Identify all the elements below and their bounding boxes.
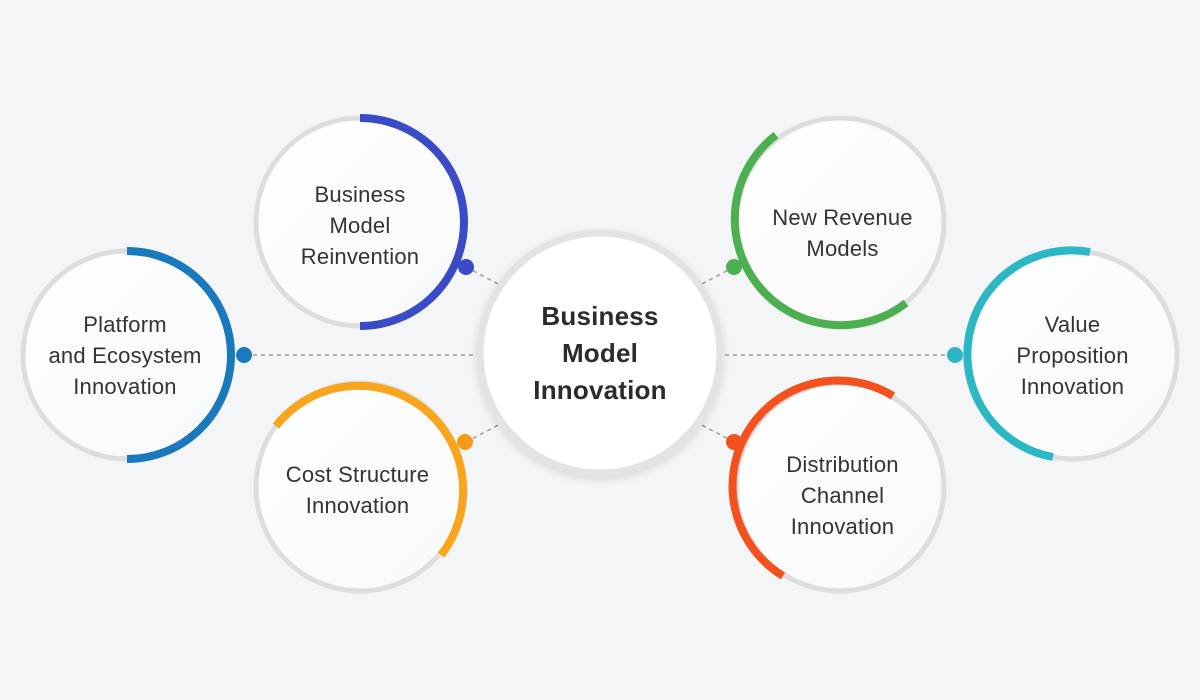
node-cost-structure-innovation (253, 380, 473, 594)
center-label: Business Model Innovation (480, 253, 720, 453)
label-line: Innovation (305, 493, 410, 518)
label-line: Reinvention (300, 243, 420, 269)
center-label-line: Innovation (533, 374, 667, 405)
label-line: New Revenue (772, 205, 913, 230)
label-line: Models (806, 236, 879, 261)
label-line: Cost Structure (285, 462, 430, 487)
connector-dot (947, 347, 963, 363)
label-line: Proposition (1016, 342, 1129, 368)
node-business-model-reinvention (253, 114, 474, 330)
connector-dot (457, 434, 473, 450)
label-line: Business (314, 181, 406, 207)
label-line: Platform (83, 311, 167, 337)
label-cost-structure-innovation: Cost Structure Innovation (250, 395, 465, 585)
center-node (476, 229, 724, 477)
label-new-revenue-models: New Revenue Models (735, 138, 950, 328)
connector-dot (458, 259, 474, 275)
node-new-revenue-models (726, 115, 947, 330)
label-line: Innovation (73, 373, 177, 399)
label-line: and Ecosystem (48, 342, 202, 368)
center-label-line: Model (561, 337, 639, 368)
label-line: Channel (800, 482, 885, 508)
label-business-model-reinvention: Business Model Reinvention (260, 130, 460, 320)
label-value-proposition-innovation: Value Proposition Innovation (965, 260, 1180, 450)
connector-dot (236, 347, 252, 363)
label-line: Distribution (786, 451, 899, 477)
node-distribution-channel-innovation (726, 376, 947, 594)
label-line: Innovation (790, 513, 895, 539)
connector-lines (245, 266, 955, 443)
node-value-proposition-innovation (947, 246, 1180, 462)
label-line: Value (1044, 311, 1101, 337)
connector-dot (726, 259, 742, 275)
label-line: Model (329, 212, 391, 238)
label-platform-ecosystem-innovation: Platform and Ecosystem Innovation (15, 260, 235, 450)
label-line: Innovation (1020, 373, 1125, 399)
center-label-line: Business (541, 300, 659, 331)
connector-dot (726, 434, 742, 450)
node-platform-ecosystem-innovation (20, 247, 252, 463)
label-distribution-channel-innovation: Distribution Channel Innovation (735, 400, 950, 590)
